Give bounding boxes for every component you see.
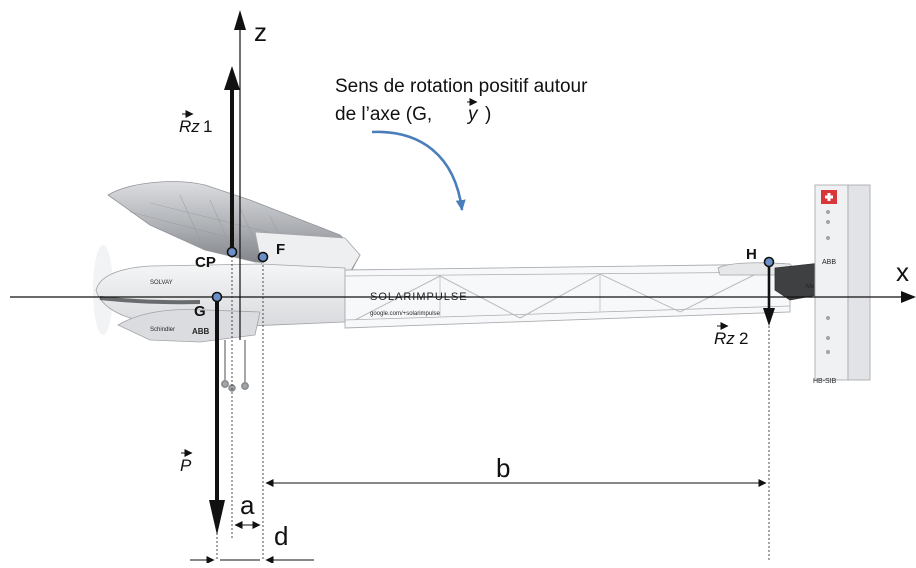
dimension-b-label: b (496, 453, 510, 483)
point-cp (226, 246, 238, 258)
force-rz1-arrowhead (224, 66, 240, 90)
force-rz1-index: 1 (203, 117, 212, 136)
landing-gear (221, 340, 249, 392)
dimension-d-label: d (274, 521, 288, 551)
point-f-label: F (276, 241, 285, 258)
fuselage-url-marking: google.com/+solarimpulse (370, 311, 441, 317)
rotation-note-suffix: ) (485, 104, 491, 125)
rotation-note-line1: Sens de rotation positif autour (335, 76, 588, 97)
force-rz1-label: Rz 1 (179, 110, 212, 136)
z-axis (234, 10, 246, 340)
force-p-arrowhead (209, 500, 225, 535)
force-p-label: P (180, 449, 193, 475)
point-g-label: G (194, 303, 206, 320)
force-p-symbol: P (180, 456, 192, 475)
point-g (211, 291, 223, 303)
force-rz1-symbol: Rz (179, 117, 200, 136)
tail-sponsor-marking: ABB (822, 259, 836, 266)
rotation-note-prefix: de l’axe (G, (335, 104, 432, 125)
point-cp-label: CP (195, 254, 216, 271)
points (211, 246, 775, 303)
tail-boom (344, 263, 791, 329)
rudder (847, 184, 871, 381)
dimension-a-label: a (240, 490, 255, 520)
solar-impulse-aircraft: SOLARIMPULSE google.com/+solarimpulse Me… (93, 181, 871, 392)
force-rz2-arrowhead (763, 308, 775, 326)
z-axis-label: z (254, 17, 267, 47)
point-f (257, 251, 269, 263)
vertical-fin (814, 184, 849, 381)
nose-sponsor-marking: Schindler (150, 327, 175, 333)
x-axis-label: x (896, 257, 909, 287)
z-axis-arrowhead (234, 10, 246, 30)
rotation-note-vector: y (466, 104, 479, 125)
force-rz2-index: 2 (739, 329, 748, 348)
lower-wing (117, 309, 261, 343)
rotation-direction-arrow (371, 130, 466, 211)
nose-sponsor2-marking: ABB (192, 327, 210, 336)
nose-brand-marking: SOLVAY (150, 280, 173, 286)
rotation-note-line2: de l’axe (G, y ) (335, 98, 491, 125)
point-h-label: H (746, 246, 757, 263)
x-axis (10, 291, 916, 303)
x-axis-arrowhead (901, 291, 916, 303)
point-h (763, 256, 775, 268)
force-rz2-symbol: Rz (714, 329, 735, 348)
force-rz2-label: Rz 2 (714, 322, 748, 348)
tail-id-marking: HB-SIB (813, 378, 837, 385)
